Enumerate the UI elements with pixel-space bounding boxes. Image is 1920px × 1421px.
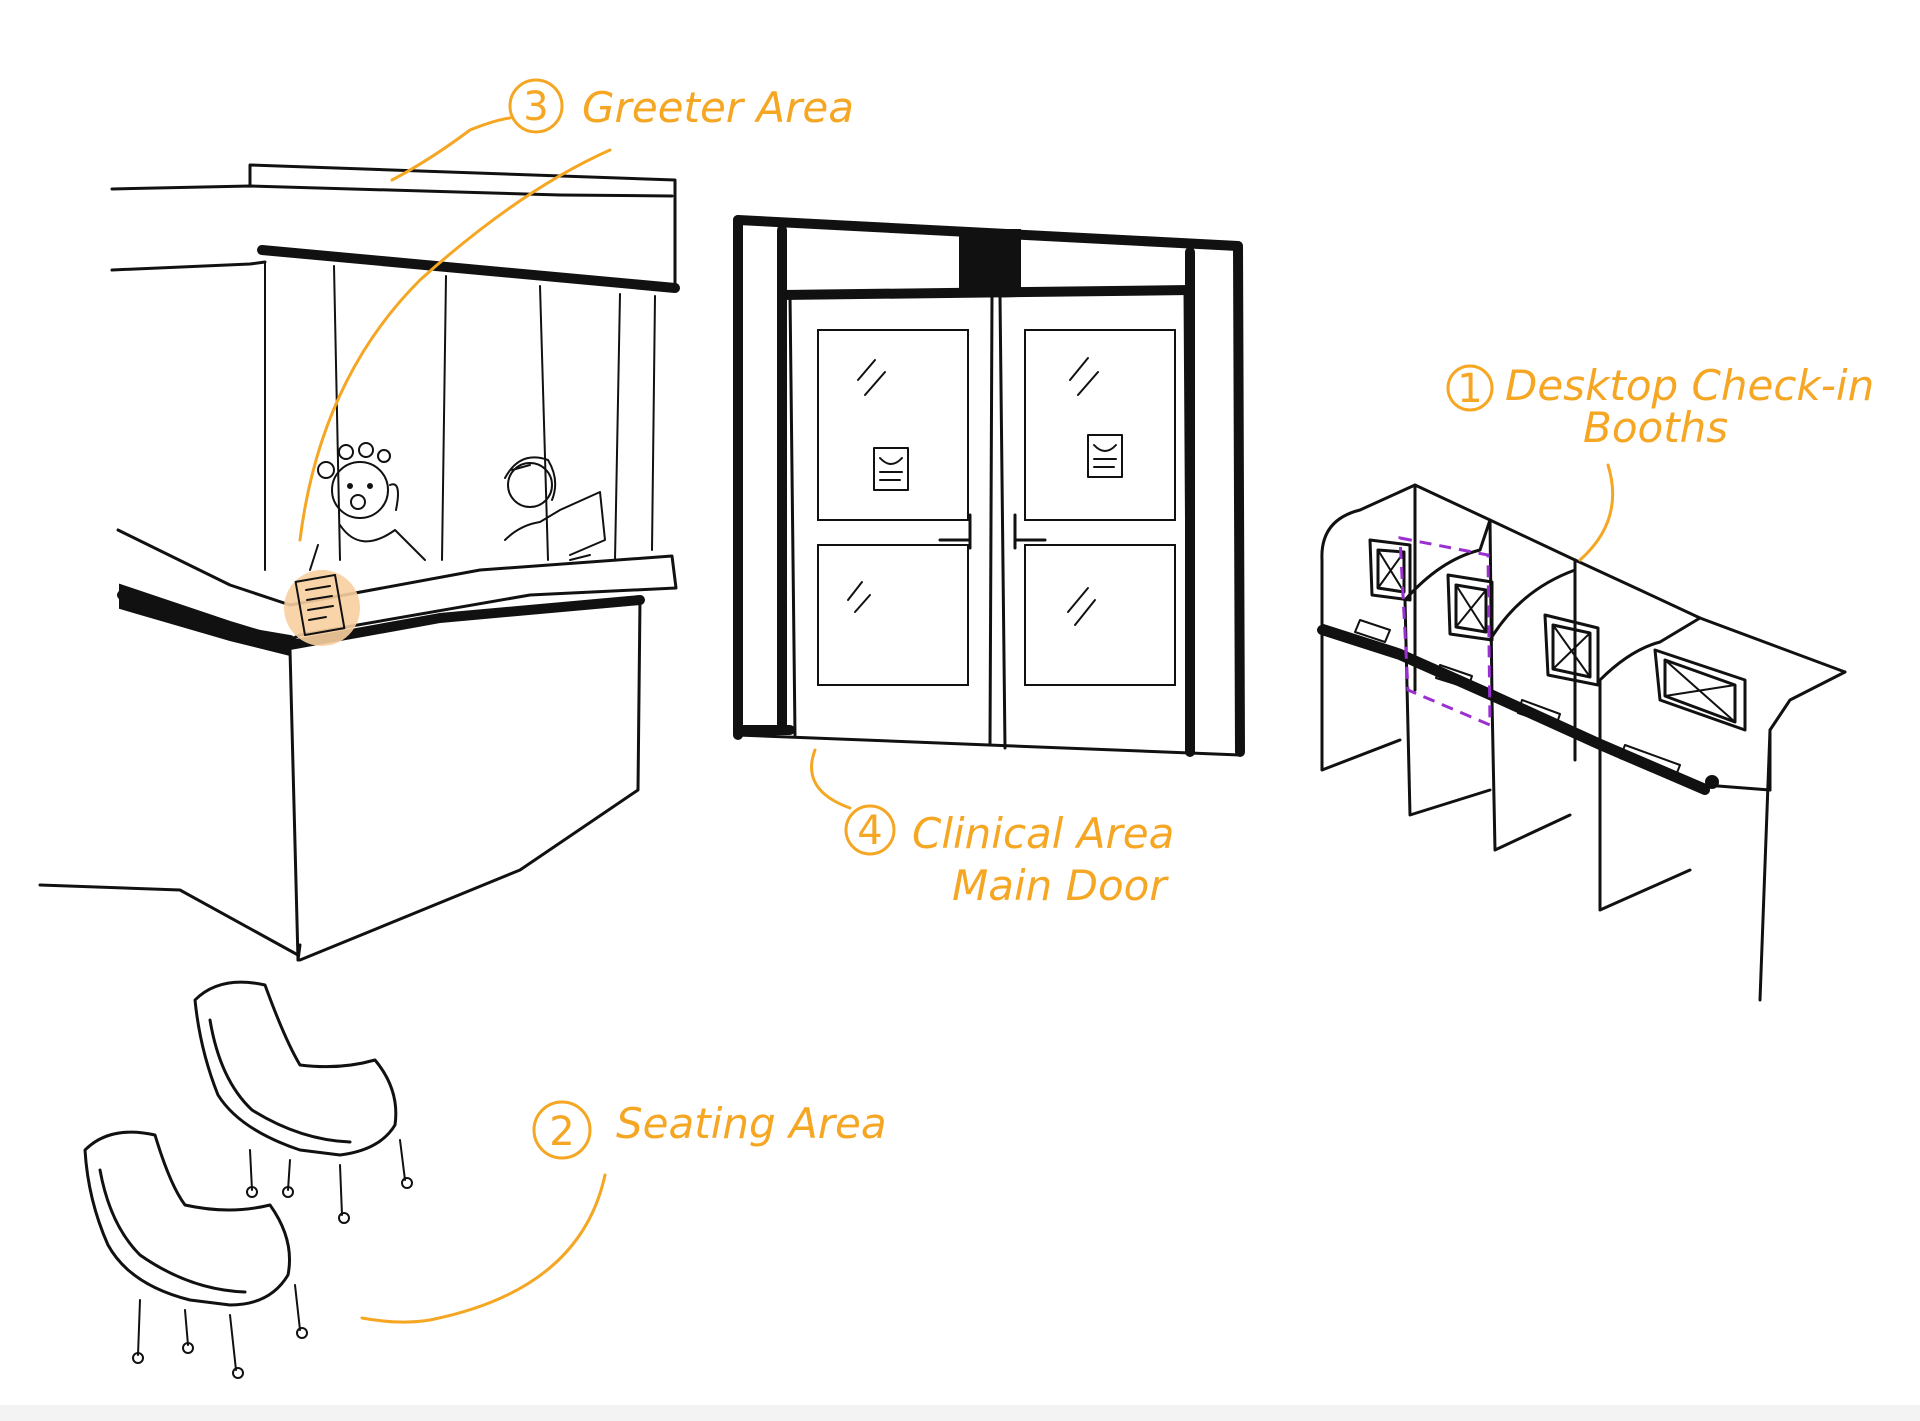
clinical-area-doors: [733, 215, 1245, 757]
greeter-document-icon: [284, 570, 360, 646]
svg-text:4: 4: [857, 808, 882, 854]
svg-text:Booths: Booths: [1583, 403, 1728, 452]
booth-monitor-icon: [1619, 648, 1747, 789]
svg-text:3: 3: [523, 84, 548, 130]
svg-text:Main Door: Main Door: [952, 861, 1169, 910]
booth-monitor-icon: [1435, 573, 1494, 689]
label-seating-area: 2 Seating Area: [360, 1099, 887, 1324]
svg-text:2: 2: [549, 1109, 574, 1155]
seating-area-chairs: [83, 980, 413, 1379]
canvas-bottom-edge: [0, 1405, 1920, 1421]
check-in-booths: [1317, 483, 1847, 1002]
svg-text:Desktop Check-in: Desktop Check-in: [1505, 361, 1874, 410]
greeter-person-left: [309, 442, 426, 571]
label-desktop-check-in-booths: 1 Desktop Check-in Booths: [1446, 361, 1874, 562]
door-poster-icon: [1087, 434, 1123, 478]
greeter-person-right: [504, 456, 606, 561]
greeter-desk: [38, 163, 680, 962]
svg-text:1: 1: [1457, 366, 1482, 412]
label-greeter-area: 3 Greeter Area: [298, 78, 854, 542]
booth-monitor-icon: [1517, 613, 1600, 727]
svg-text:Seating Area: Seating Area: [616, 1099, 887, 1148]
svg-text:Clinical Area: Clinical Area: [912, 809, 1174, 858]
label-clinical-area-main-door: 4 Clinical Area Main Door: [810, 748, 1174, 910]
svg-text:Greeter Area: Greeter Area: [582, 83, 854, 132]
door-poster-icon: [873, 447, 909, 491]
